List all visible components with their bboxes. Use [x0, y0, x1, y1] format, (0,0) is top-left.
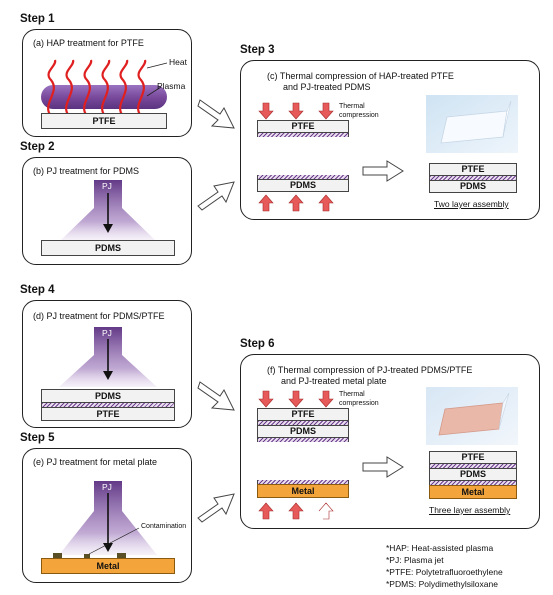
pdms-layer-d: PDMS	[41, 389, 175, 403]
caption-b: (b) PJ treatment for PDMS	[33, 166, 140, 176]
heat-label: Heat	[169, 57, 187, 67]
compression-label-c: compression	[339, 112, 379, 119]
step3-label: Step 3	[240, 44, 275, 56]
step4-label: Step 4	[20, 284, 55, 296]
assembly-pdms-c: PDMS	[429, 180, 517, 193]
step1-panel: (a) HAP treatment for PTFE Heat Plasma P…	[22, 29, 192, 137]
ptfe-layer: PTFE	[41, 113, 167, 129]
pj-jet-illustration-e	[53, 481, 157, 558]
three-layer-caption: Three layer assembly	[429, 505, 511, 515]
step6-label: Step 6	[240, 338, 275, 350]
step6-panel: (f) Thermal compression of PJ-treated PD…	[240, 354, 540, 529]
pdms-layer-f: PDMS	[257, 425, 349, 438]
contamination-label: Contamination	[141, 523, 187, 530]
assembly-interface2-f	[429, 481, 517, 485]
contaminant	[53, 553, 62, 558]
thermal-label-c: Thermal	[339, 103, 365, 110]
caption-a: (a) HAP treatment for PTFE	[33, 38, 144, 48]
two-layer-caption: Two layer assembly	[434, 199, 509, 209]
compression-label-f: compression	[339, 400, 379, 407]
metal-layer-e: Metal	[41, 558, 175, 574]
down-arrow	[103, 371, 113, 380]
ptfe-layer-d: PTFE	[41, 407, 175, 421]
caption-f1: (f) Thermal compression of PJ-treated PD…	[267, 365, 473, 375]
pdms-layer-b: PDMS	[41, 240, 175, 256]
assembly-interface-c	[429, 176, 517, 180]
pj-label-b: PJ	[102, 181, 112, 191]
contaminant	[84, 554, 90, 558]
plasma-label: Plasma	[157, 81, 186, 91]
step4-panel: (d) PJ treatment for PDMS/PTFE PJ PDMS P…	[22, 300, 192, 428]
plasma-cloud	[41, 85, 167, 109]
step5-panel: (e) PJ treatment for metal plate PJ Cont…	[22, 448, 192, 583]
treated-surface-pdms-f	[257, 438, 349, 442]
assembly-metal-f: Metal	[429, 485, 517, 499]
ptfe-layer-c: PTFE	[257, 120, 349, 133]
thermal-label-f: Thermal	[339, 391, 365, 398]
step2-label: Step 2	[20, 141, 55, 153]
step3-panel: (c) Thermal compression of HAP-treated P…	[240, 60, 540, 220]
pdms-layer-c: PDMS	[257, 179, 349, 192]
metal-layer-f: Metal	[257, 484, 349, 498]
pj-jet-illustration-d	[59, 327, 157, 387]
down-arrow	[103, 224, 113, 233]
caption-c2: and PJ-treated PDMS	[283, 82, 371, 92]
step1-label: Step 1	[20, 13, 55, 25]
footnote-hap: *HAP: Heat-assisted plasma	[386, 543, 494, 553]
footnote-pj: *PJ: Plasma jet	[386, 555, 444, 565]
hap-plasma-illustration	[41, 59, 168, 117]
caption-d: (d) PJ treatment for PDMS/PTFE	[33, 311, 165, 321]
step2-panel: (b) PJ treatment for PDMS PJ PDMS	[22, 157, 192, 265]
interface-d	[41, 403, 175, 407]
assembly-ptfe-c: PTFE	[429, 163, 517, 176]
interface-ptfe-pdms-f	[257, 421, 349, 425]
footnote-ptfe: *PTFE: Polytetrafluoroethylene	[386, 567, 503, 577]
heat-waves	[47, 59, 147, 117]
flow-arrows-top	[197, 99, 235, 211]
treated-surface-pdms-c	[257, 175, 349, 179]
caption-f2: and PJ-treated metal plate	[281, 376, 387, 386]
treated-surface-metal-f	[257, 480, 349, 484]
footnote-pdms: *PDMS: Polydimethylsiloxane	[386, 579, 498, 589]
pj-label-d: PJ	[102, 328, 112, 338]
caption-c1: (c) Thermal compression of HAP-treated P…	[267, 71, 454, 81]
step5-label: Step 5	[20, 432, 55, 444]
flow-arrows-bottom	[197, 381, 235, 523]
ptfe-layer-f: PTFE	[257, 408, 349, 421]
assembly-pdms-f: PDMS	[429, 468, 517, 481]
pj-label-e: PJ	[102, 482, 112, 492]
compression-arrows-c	[258, 95, 518, 212]
assembly-interface1-f	[429, 464, 517, 468]
assembly-ptfe-f: PTFE	[429, 451, 517, 464]
contaminant	[117, 553, 126, 558]
compression-arrows-f	[258, 387, 518, 520]
pj-jet-illustration-b	[61, 180, 155, 240]
treated-surface-ptfe-c	[257, 133, 349, 137]
caption-e: (e) PJ treatment for metal plate	[33, 457, 158, 467]
